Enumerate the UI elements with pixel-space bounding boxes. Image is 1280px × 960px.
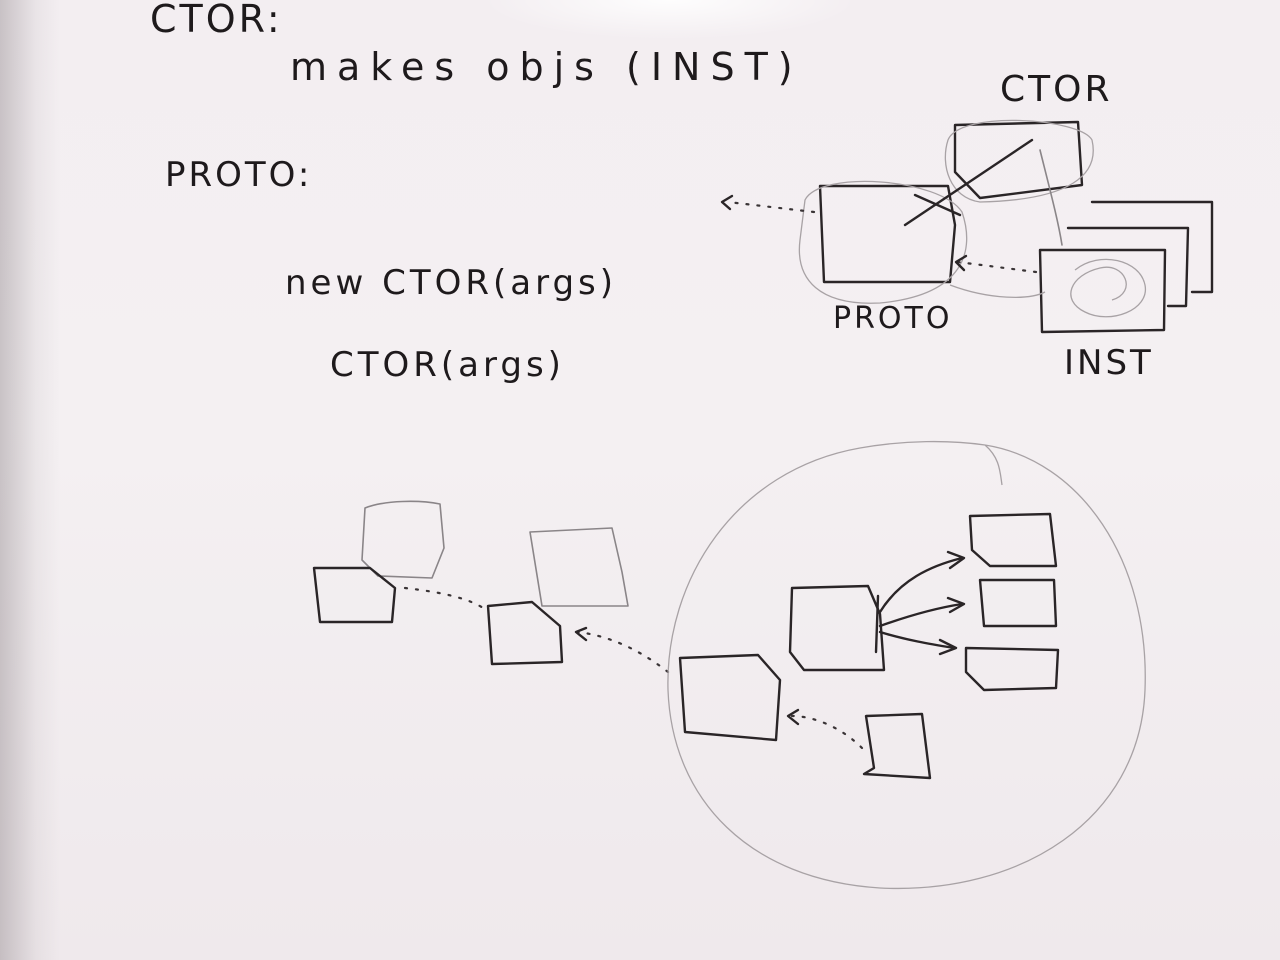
light-glare	[480, 0, 860, 40]
hub-arrow-2	[878, 602, 964, 628]
proto-heading: PROTO:	[165, 155, 313, 195]
ctor-to-proto-link	[913, 193, 962, 217]
proto-to-up-arrow	[726, 200, 816, 214]
system-box-hub	[788, 584, 886, 672]
chain-ghost-box-2	[529, 527, 629, 607]
new-ctor-call: new CTOR(args)	[285, 263, 618, 303]
paper-edge-shadow	[0, 0, 60, 960]
ctor-proto-inst-diagram	[720, 119, 1214, 334]
enclosed-object-system	[667, 440, 1146, 890]
leaf-to-main-arrowhead	[786, 708, 800, 726]
inst-box	[1038, 248, 1167, 334]
hub-arrow-1	[878, 556, 964, 614]
hub-arrow-3	[878, 630, 956, 650]
ctor-box	[953, 120, 1084, 200]
chain-box-2	[486, 600, 564, 666]
inst-stack-middle	[1066, 226, 1190, 308]
system-box-child-1	[968, 512, 1058, 568]
inst-scribble	[1070, 258, 1146, 318]
system-box-child-2	[978, 578, 1058, 628]
hub-arrow-1-head	[946, 550, 966, 570]
system-box-leaf	[862, 712, 932, 780]
system-box-child-3	[964, 646, 1060, 692]
proto-box	[818, 184, 957, 284]
hub-arrow-3-head	[938, 638, 958, 656]
chain-box-1	[312, 566, 397, 624]
proto-to-ctor-link	[903, 138, 1034, 227]
proto-inst-curve	[949, 284, 1046, 298]
system-box-main	[678, 653, 782, 742]
proto-box-label: PROTO	[833, 301, 953, 336]
ctor-box-label: CTOR	[1000, 69, 1113, 110]
chain-link-2-arrowhead	[574, 626, 588, 642]
ctor-call: CTOR(args)	[330, 345, 565, 385]
inst-to-proto-arrow	[956, 260, 1038, 274]
ctor-heading: CTOR:	[150, 0, 283, 41]
ctor-box-shading	[944, 119, 1094, 203]
hub-stem	[874, 594, 880, 654]
chain-ghost-box-1	[361, 500, 445, 579]
inst-box-label: INST	[1064, 343, 1154, 383]
proto-to-up-arrowhead	[720, 194, 734, 211]
inst-to-proto-arrowhead	[954, 254, 968, 272]
inst-stack-back	[1090, 200, 1214, 294]
leaf-to-main-link	[790, 714, 864, 750]
makes-objs-note: makes objs (INST)	[290, 45, 803, 89]
prototype-chain-sketch	[312, 500, 670, 674]
chain-link-2	[576, 630, 670, 674]
ctor-to-inst-link	[1039, 149, 1063, 246]
chain-link-1	[403, 586, 488, 612]
hub-arrow-2-head	[946, 596, 966, 614]
system-boundary-circle	[667, 440, 1146, 890]
